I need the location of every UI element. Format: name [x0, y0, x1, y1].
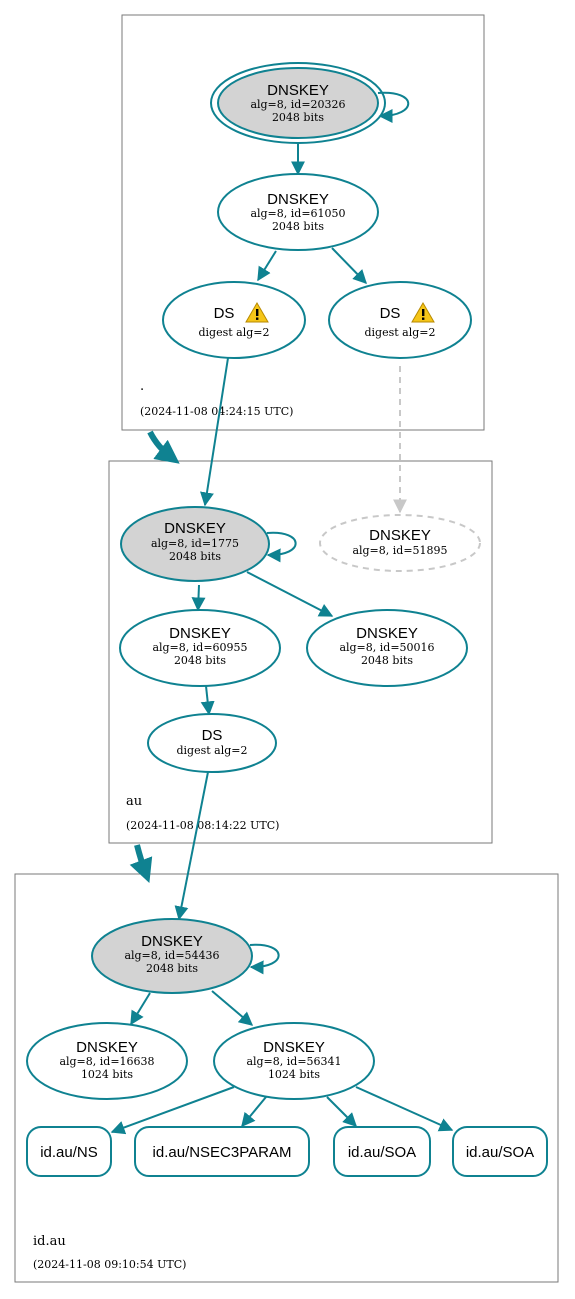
zone-idau-name: id.au: [33, 1234, 66, 1249]
au-ksk-node[interactable]: DNSKEY alg=8, id=1775 2048 bits: [120, 506, 270, 582]
edge-id-ksk-zsk2: [211, 990, 254, 1026]
au-zsk2-node[interactable]: DNSKEY alg=8, id=50016 2048 bits: [306, 609, 468, 687]
edge-id-zsk2-ns: [110, 1086, 235, 1135]
record-soa-2[interactable]: id.au/SOA: [452, 1126, 548, 1177]
idau-ksk-title: DNSKEY: [141, 933, 203, 950]
zone-au-name: au: [126, 794, 142, 809]
idau-zsk1-node[interactable]: DNSKEY alg=8, id=16638 1024 bits: [26, 1022, 188, 1100]
edge-au-ksk-zsk1: [191, 584, 206, 612]
au-ds-title: DS: [202, 727, 223, 744]
root-ksk-title: DNSKEY: [267, 82, 329, 99]
edge-root-ksk-self: [377, 91, 410, 123]
record-soa-1-label: id.au/SOA: [348, 1144, 416, 1161]
au-ds-digest: digest alg=2: [176, 744, 247, 757]
root-ds1-node[interactable]: DS digest alg=2: [162, 281, 306, 359]
edge-id-zsk2-soa1: [326, 1096, 357, 1127]
idau-zsk1-bits: 1024 bits: [81, 1068, 133, 1081]
idau-ksk-bits: 2048 bits: [146, 962, 198, 975]
record-soa-1[interactable]: id.au/SOA: [333, 1126, 431, 1177]
zone-au-timestamp: (2024-11-08 08:14:22 UTC): [126, 819, 279, 832]
au-missing-key-node[interactable]: DNSKEY alg=8, id=51895: [319, 514, 481, 572]
delegation-arrow-root-au: [147, 430, 180, 464]
idau-zsk1-title: DNSKEY: [76, 1039, 138, 1056]
au-ds-node[interactable]: DS digest alg=2: [147, 713, 277, 773]
root-zsk-node[interactable]: DNSKEY alg=8, id=61050 2048 bits: [217, 173, 379, 251]
record-nsec3param-label: id.au/NSEC3PARAM: [153, 1144, 292, 1161]
au-ksk-title: DNSKEY: [164, 520, 226, 537]
edge-au-zsk1-ds: [200, 685, 215, 716]
root-zsk-title: DNSKEY: [267, 191, 329, 208]
au-zsk2-id: alg=8, id=50016: [339, 641, 434, 654]
au-zsk1-node[interactable]: DNSKEY alg=8, id=60955 2048 bits: [119, 609, 281, 687]
edge-id-zsk2-soa2: [355, 1086, 454, 1132]
zone-root-timestamp: (2024-11-08 04:24:15 UTC): [140, 405, 293, 418]
edge-id-ksk-zsk1: [130, 992, 151, 1026]
au-missing-key-id: alg=8, id=51895: [352, 544, 447, 557]
root-ds2-title: DS: [380, 305, 401, 322]
record-nsec3param[interactable]: id.au/NSEC3PARAM: [134, 1126, 310, 1177]
warning-triangle-icon: [245, 302, 269, 323]
root-zsk-id: alg=8, id=61050: [250, 207, 345, 220]
root-ds1-title: DS: [214, 305, 235, 322]
root-ksk-bits: 2048 bits: [272, 111, 324, 124]
root-ds1-digest: digest alg=2: [198, 326, 269, 339]
zone-idau-timestamp: (2024-11-08 09:10:54 UTC): [33, 1258, 186, 1271]
au-zsk1-id: alg=8, id=60955: [152, 641, 247, 654]
edge-au-ksk-zsk2: [246, 571, 334, 617]
root-ds2-digest: digest alg=2: [364, 326, 435, 339]
au-zsk1-bits: 2048 bits: [174, 654, 226, 667]
root-ds2-node[interactable]: DS digest alg=2: [328, 281, 472, 359]
au-ksk-bits: 2048 bits: [169, 550, 221, 563]
au-zsk1-title: DNSKEY: [169, 625, 231, 642]
idau-zsk2-title: DNSKEY: [263, 1039, 325, 1056]
au-missing-key-title: DNSKEY: [369, 527, 431, 544]
edge-root-ds1-au-ksk: [200, 357, 229, 507]
warning-triangle-icon: [411, 302, 435, 323]
edge-id-zsk2-nsec3param: [241, 1096, 267, 1128]
au-ksk-id: alg=8, id=1775: [151, 537, 239, 550]
root-ksk-id: alg=8, id=20326: [250, 98, 345, 111]
record-soa-2-label: id.au/SOA: [466, 1144, 534, 1161]
idau-ksk-node[interactable]: DNSKEY alg=8, id=54436 2048 bits: [91, 918, 253, 994]
edge-id-ksk-self: [249, 943, 280, 975]
edge-au-ksk-self: [266, 531, 297, 563]
idau-zsk2-bits: 1024 bits: [268, 1068, 320, 1081]
edge-root-zsk-ds2: [331, 247, 367, 285]
root-ksk-node[interactable]: DNSKEY alg=8, id=20326 2048 bits: [210, 62, 386, 144]
record-ns[interactable]: id.au/NS: [26, 1126, 112, 1177]
zone-root-name: .: [140, 379, 144, 394]
au-zsk2-bits: 2048 bits: [361, 654, 413, 667]
idau-zsk2-node[interactable]: DNSKEY alg=8, id=56341 1024 bits: [213, 1022, 375, 1100]
edge-au-ds-id-ksk: [174, 771, 209, 921]
au-zsk2-title: DNSKEY: [356, 625, 418, 642]
idau-zsk2-id: alg=8, id=56341: [246, 1055, 341, 1068]
delegation-arrow-au-idau: [129, 844, 153, 883]
root-zsk-bits: 2048 bits: [272, 220, 324, 233]
idau-zsk1-id: alg=8, id=16638: [59, 1055, 154, 1068]
edge-root-zsk-ds1: [257, 250, 277, 282]
record-ns-label: id.au/NS: [40, 1144, 98, 1161]
idau-ksk-id: alg=8, id=54436: [124, 949, 219, 962]
